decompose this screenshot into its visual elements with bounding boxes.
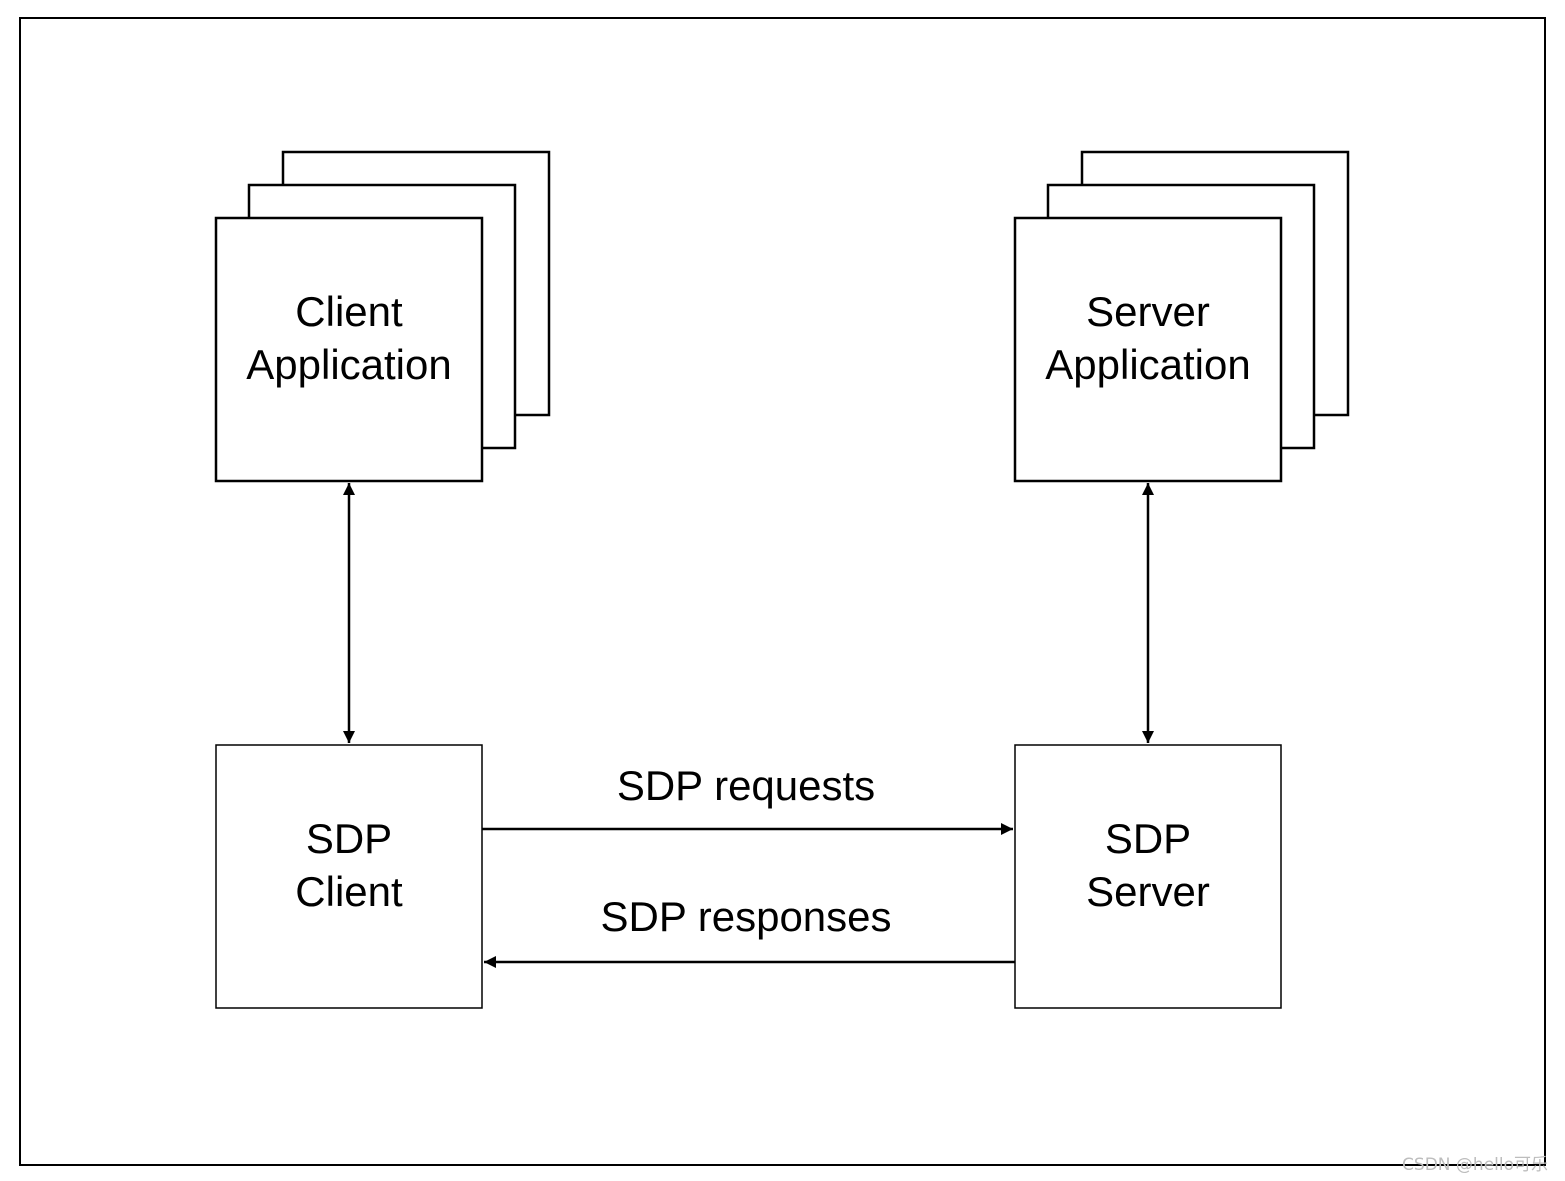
client-app-front-page: [214, 216, 484, 483]
client-app-label-line2: Application: [246, 341, 451, 388]
sdp-requests-label: SDP requests: [617, 762, 875, 809]
server-app-label-line2: Application: [1045, 341, 1250, 388]
sdp-client-box: SDP Client: [215, 744, 483, 1009]
sdp-client-rect: [215, 744, 483, 1009]
client-application-stack: Client Application: [214, 150, 551, 483]
sdp-server-box: SDP Server: [1014, 744, 1282, 1009]
sdp-server-rect: [1014, 744, 1282, 1009]
sdp-server-label-line1: SDP: [1105, 815, 1191, 862]
server-app-front-page: [1013, 216, 1283, 483]
watermark-text: CSDN @hello可乐: [1402, 1155, 1548, 1175]
diagram-frame: [19, 17, 1546, 1166]
server-app-label-line1: Server: [1086, 288, 1210, 335]
sdp-server-label-line2: Server: [1086, 868, 1210, 915]
sdp-responses-label: SDP responses: [600, 893, 891, 940]
server-application-stack: Server Application: [1013, 150, 1350, 483]
client-app-label-line1: Client: [295, 288, 403, 335]
sdp-client-label-line2: Client: [295, 868, 403, 915]
sdp-client-label-line1: SDP: [306, 815, 392, 862]
